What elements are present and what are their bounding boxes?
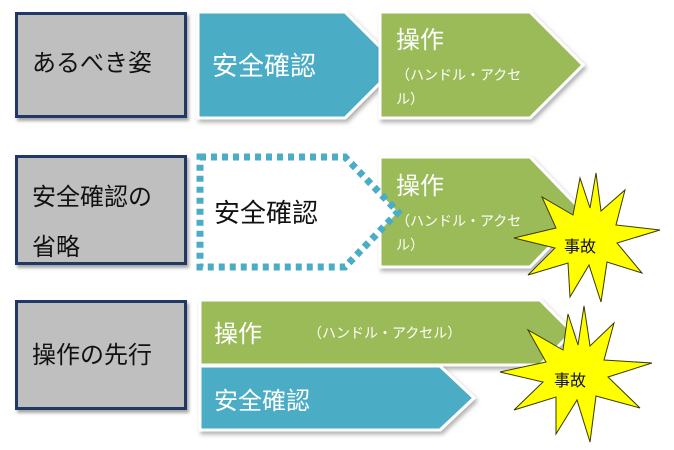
row1-operation-detail-1: （ハンドル・アクセ <box>396 68 521 84</box>
row3-safety-arrow <box>198 364 477 432</box>
row2-label-box: 安全確認の 省略 <box>15 155 187 265</box>
row1-label: あるべき姿 <box>32 49 152 77</box>
row2-safety-omitted-arrow <box>196 153 403 271</box>
row2-accident-text: 事故 <box>564 237 596 256</box>
row1-operation-text: 操作 <box>396 26 444 54</box>
row1-safety-text: 安全確認 <box>212 52 316 82</box>
row2-operation-text: 操作 <box>396 172 444 200</box>
row1-safety-arrow <box>196 10 401 120</box>
row3-safety-text: 安全確認 <box>214 387 310 415</box>
row2-label-line2: 省略 <box>32 233 80 261</box>
row2-operation-detail-2: ル） <box>396 238 424 254</box>
row3-accident-star <box>499 305 653 443</box>
row2-safety-omitted-text: 安全確認 <box>214 199 318 229</box>
row1-operation-detail-2: ル） <box>396 92 424 108</box>
row2-operation-detail-1: （ハンドル・アクセ <box>396 214 521 230</box>
row1-label-box: あるべき姿 <box>15 12 187 118</box>
row3-label-box: 操作の先行 <box>15 300 187 410</box>
row1-operation-arrow <box>378 10 586 120</box>
row3-operation-detail: （ハンドル・アクセル） <box>308 326 461 342</box>
row2-accident-star <box>513 172 661 303</box>
row3-accident-text: 事故 <box>554 371 586 390</box>
row2-label-line1: 安全確認の <box>32 183 152 211</box>
row3-operation-text: 操作 <box>214 320 262 348</box>
row3-label: 操作の先行 <box>32 341 152 369</box>
